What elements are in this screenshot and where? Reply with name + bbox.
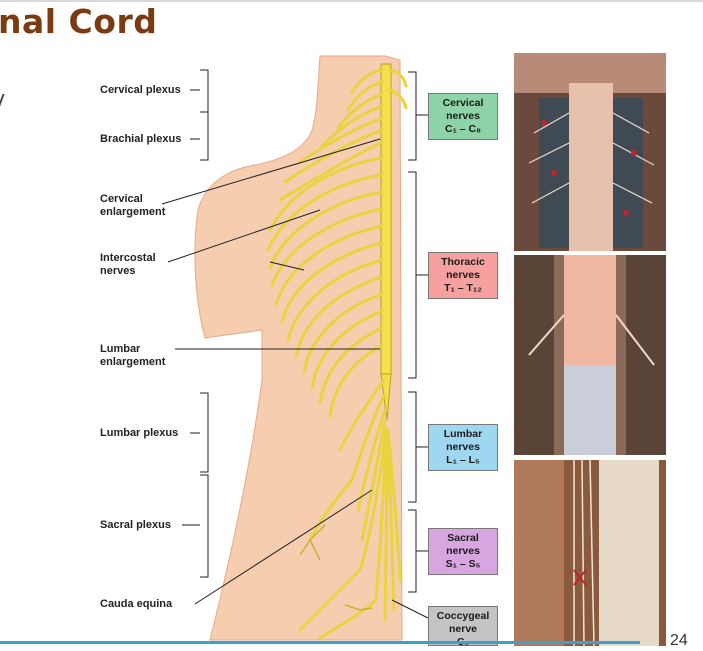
box-line: nerves [446,441,480,453]
box-line: nerve [448,623,478,635]
label-cervical-enlargement: Cervical enlargement [100,193,166,218]
box-line: S₁ – S₅ [445,558,481,570]
page-number: 24 [670,632,688,649]
dissection-photo-lumbar [514,460,666,646]
leader-lines [161,69,429,619]
box-line: Thoracic [441,256,485,268]
sacral-branches [299,524,373,611]
box-line: Coccygeal [436,610,490,622]
dissection-photo-thoracic [514,255,666,455]
label-brachial-plexus: Brachial plexus [100,133,182,145]
box-line: Cervical [442,97,484,109]
box-coccygeal-nerve: Coccygeal nerve C₀ [428,606,498,646]
box-line: nerves [446,545,480,557]
label-intercostal-nerves: Intercostal nerves [100,252,156,277]
label-cervical-plexus: Cervical plexus [100,84,181,96]
label-cauda-equina: Cauda equina [100,598,173,610]
box-line: nerves [446,110,480,122]
label-lumbar-plexus: Lumbar plexus [100,427,179,439]
box-cervical-nerves: Cervical nerves C₁ – C₈ [428,93,498,140]
spinal-nerves [266,68,408,640]
footer-line [0,641,640,644]
box-line: L₁ – L₅ [446,454,480,466]
box-line: Sacral [447,532,479,544]
slide-title: nal Cord [0,2,158,41]
top-divider [0,0,703,2]
box-line: C₀ [429,636,497,645]
label-lumbar-enlargement: Lumbar enlargement [100,343,166,368]
box-line: C₁ – C₈ [444,123,482,135]
box-line: T₁ – T₁₂ [444,282,482,294]
dissection-photo-cervical [514,53,666,251]
box-sacral-nerves: Sacral nerves S₁ – S₅ [428,528,498,575]
label-sacral-plexus: Sacral plexus [100,519,171,531]
box-lumbar-nerves: Lumbar nerves L₁ – L₅ [428,424,498,471]
box-line: nerves [446,269,480,281]
box-line: Lumbar [443,428,483,440]
box-thoracic-nerves: Thoracic nerves T₁ – T₁₂ [428,252,498,299]
